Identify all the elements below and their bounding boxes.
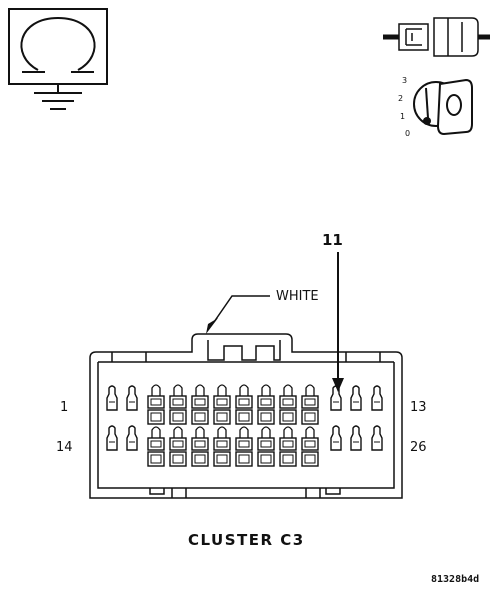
terminal-cavity: [106, 385, 118, 411]
terminal-cavity: [257, 426, 275, 467]
terminal-cavity: [147, 384, 165, 425]
terminal-cavity: [126, 425, 138, 451]
ignition-position-2: 2: [398, 94, 403, 103]
color-leader-line: [206, 295, 270, 334]
pin-label-row2-end: 26: [410, 440, 427, 455]
pin-label-row1-start: 1: [60, 400, 68, 415]
ignition-position-3: 3: [402, 76, 407, 85]
terminal-cavity: [330, 425, 342, 451]
pin-label-row1-end: 13: [410, 400, 427, 415]
connector-cavities: [106, 384, 383, 467]
terminal-cavity: [191, 384, 209, 425]
terminal-cavity: [106, 425, 118, 451]
terminal-cavity: [371, 425, 383, 451]
terminal-cavity: [213, 384, 231, 425]
terminal-cavity: [235, 426, 253, 467]
connector-fuse-icon: [383, 17, 490, 57]
terminal-cavity: [350, 425, 362, 451]
terminal-cavity: [301, 384, 319, 425]
terminal-cavity: [279, 426, 297, 467]
terminal-cavity: [235, 384, 253, 425]
pin-label-row2-start: 14: [56, 440, 73, 455]
terminal-cavity: [213, 426, 231, 467]
terminal-cavity: [147, 426, 165, 467]
terminal-cavity: [350, 385, 362, 411]
terminal-cavity: [169, 384, 187, 425]
highlight-pin-label: 11: [322, 231, 343, 249]
terminal-cavity: [126, 385, 138, 411]
connector-caption: CLUSTER C3: [188, 531, 305, 549]
terminal-cavity: [330, 385, 342, 411]
ignition-key-icon: [413, 78, 473, 136]
terminal-cavity: [279, 384, 297, 425]
figure-code: 81328b4d: [431, 574, 479, 585]
ignition-position-1: 1: [400, 112, 405, 121]
terminal-cavity: [371, 385, 383, 411]
ignition-position-0: 0: [405, 129, 410, 138]
terminal-cavity: [191, 426, 209, 467]
terminal-cavity: [301, 426, 319, 467]
connector-body: [89, 333, 403, 499]
terminal-cavity: [169, 426, 187, 467]
ground-with-loop-icon: [8, 8, 108, 110]
terminal-cavity: [257, 384, 275, 425]
pin-pointer-arrow: [332, 252, 344, 392]
connector-color-label: WHITE: [276, 289, 319, 304]
